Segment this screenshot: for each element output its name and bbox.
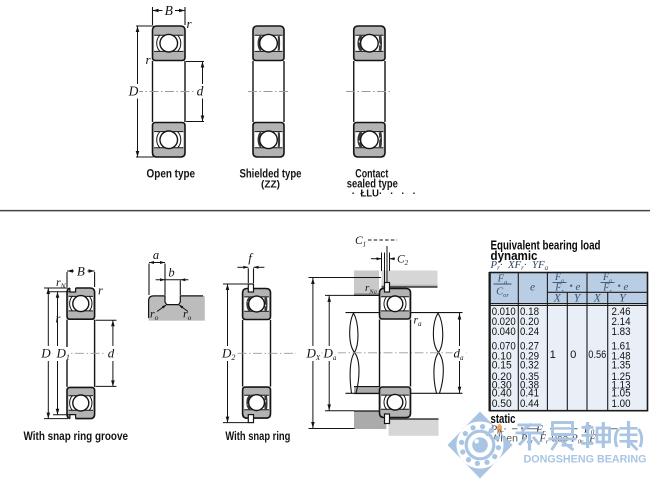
svg-text:Fa: Fa [497,274,508,287]
svg-text:da: da [454,346,465,363]
svg-text:2.14: 2.14 [612,316,631,328]
svg-text:0.020: 0.020 [492,316,516,328]
svg-text:Open type: Open type [147,169,196,181]
svg-text:0.24: 0.24 [520,326,539,338]
svg-text:Fr: Fr [602,283,612,296]
svg-text:0.010: 0.010 [492,306,516,318]
svg-text:1.13: 1.13 [612,380,631,392]
svg-text:X: X [593,293,602,305]
svg-text:•: • [618,281,621,291]
svg-text:e: e [576,281,581,293]
svg-text:ro: ro [183,307,192,323]
svg-text:1.83: 1.83 [612,326,631,338]
svg-text:1: 1 [550,349,556,361]
svg-text:d: d [197,84,204,99]
svg-text:rN: rN [56,275,67,291]
svg-text:Fa: Fa [554,272,564,285]
svg-text:r: r [98,284,103,298]
svg-text:B: B [77,264,85,279]
svg-text:d: d [108,346,115,361]
svg-text:Pr· XFr· YFa: Pr· XFr· YFa [490,259,549,272]
svg-text:Contact: Contact [355,169,388,181]
svg-text:sealed type: sealed type [347,179,398,191]
svg-text:r: r [187,16,193,31]
svg-text:1.48: 1.48 [612,351,631,363]
svg-text:(ZZ): (ZZ) [261,179,280,191]
svg-text:0.18: 0.18 [520,306,539,318]
svg-text:Fr: Fr [554,283,564,296]
svg-text:dynamic: dynamic [491,248,538,263]
svg-text:1.61: 1.61 [612,341,631,353]
svg-text:rNa: rNa [365,282,377,296]
svg-text:r: r [146,52,152,67]
svg-text:0.15: 0.15 [492,359,512,371]
svg-text:0.50: 0.50 [492,398,512,410]
svg-text:D: D [128,84,139,99]
svg-text:0.41: 0.41 [520,388,539,400]
svg-text:0.56: 0.56 [588,349,606,361]
svg-text:Equivalent bearing load: Equivalent bearing load [491,238,601,253]
svg-text:ro: ro [150,307,159,323]
svg-text:X: X [553,293,562,305]
svg-text:2.46: 2.46 [612,306,631,318]
svg-text:0.44: 0.44 [520,398,539,410]
svg-text:0.070: 0.070 [492,341,516,353]
svg-text:0.38: 0.38 [520,380,539,392]
svg-text:a: a [153,248,159,262]
svg-text:Shielded type: Shielded type [240,169,302,181]
svg-text:0: 0 [570,349,576,361]
svg-text:0.35: 0.35 [520,371,539,383]
svg-text:C2: C2 [397,254,409,268]
svg-text:f: f [248,250,254,265]
svg-text:0.30: 0.30 [492,380,512,392]
svg-text:e: e [530,282,535,294]
svg-text:1.35: 1.35 [612,359,631,371]
svg-text:0.32: 0.32 [520,359,539,371]
svg-text:Fa: Fa [602,272,612,285]
svg-text:1.25: 1.25 [612,371,631,383]
svg-text:•: • [570,281,573,291]
svg-text:static: static [491,411,516,426]
svg-text:0.27: 0.27 [520,341,539,353]
svg-text:C1: C1 [355,235,366,249]
svg-text:0.40: 0.40 [492,388,512,400]
svg-text:0.040: 0.040 [492,326,516,338]
svg-text:1.00: 1.00 [612,398,631,410]
svg-text:Y: Y [574,293,582,305]
svg-text:0.20: 0.20 [492,371,512,383]
svg-text:b: b [168,266,174,280]
svg-text:Fr: Fr [535,424,546,437]
svg-text:0.20: 0.20 [520,316,539,328]
svg-text:0.10: 0.10 [492,351,512,363]
svg-text:ra: ra [414,315,422,329]
svg-text:With snap ring: With snap ring [225,431,290,443]
svg-text:0.29: 0.29 [520,351,539,363]
svg-text:Y: Y [619,293,627,305]
svg-text:–·–– ––: –·–– –– [597,423,632,435]
svg-text:· ŁLU· · · ·: · ŁLU· · · · [352,188,416,200]
svg-text:With snap ring groove: With snap ring groove [24,431,129,443]
svg-text:1.05: 1.05 [612,388,631,400]
svg-text:D: D [40,346,51,361]
svg-text:B: B [165,3,173,18]
svg-text:e: e [624,281,629,293]
svg-text:DONGSHENG BEARING: DONGSHENG BEARING [524,454,647,466]
